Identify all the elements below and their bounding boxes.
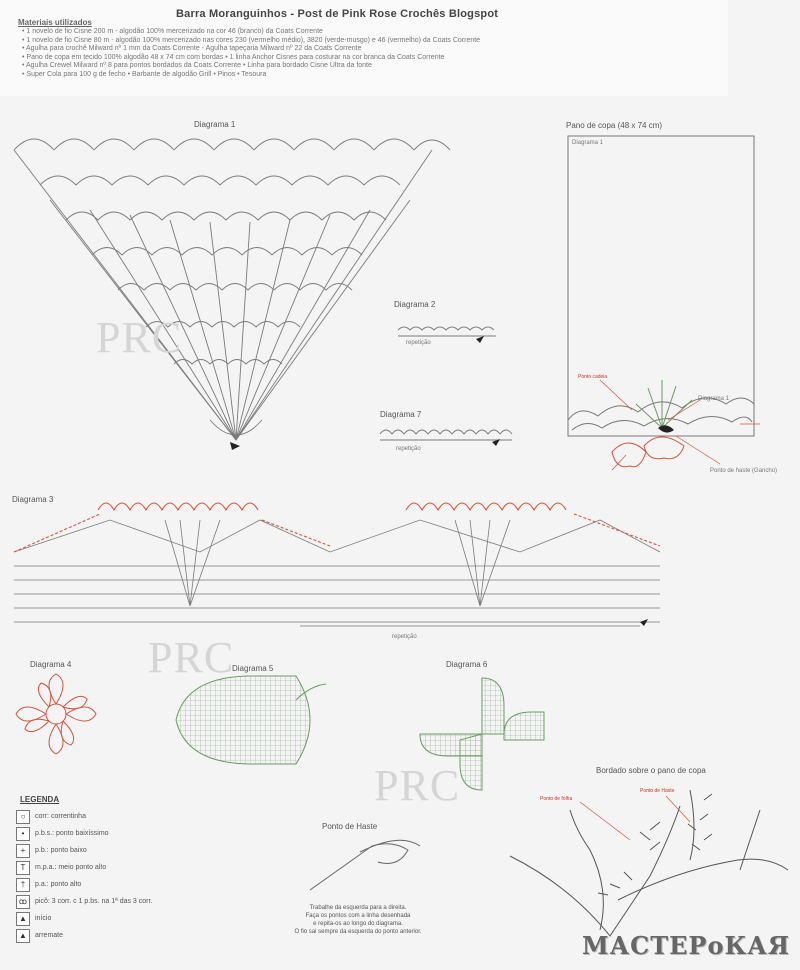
diagram-2-strip — [397, 326, 496, 337]
half-double-symbol: T — [16, 860, 30, 875]
materials-item: 1 novelo de fio Cisne 80 m - algodão 100… — [22, 37, 480, 46]
diagram-3-border — [13, 519, 661, 627]
towel-leader-lines — [599, 379, 760, 471]
legend-item: ○ corr: correntinha — [16, 808, 152, 825]
caption-line: O fio sai sempre da esquerda do ponto an… — [294, 929, 422, 935]
materials-header: Barra Moranguinhos - Post de Pink Rose C… — [0, 0, 728, 96]
diagram-4-flower — [15, 673, 97, 755]
materials-item: Super Cola para 100 g de fecho • Barbant… — [22, 71, 480, 80]
legend-text: p.b.: ponto baixo — [35, 847, 87, 854]
finish-symbol: ▲ — [16, 928, 30, 943]
legend-item: ▲ início — [16, 910, 152, 927]
embroidery-title: Bordado sobre o pano de copa — [596, 766, 706, 775]
repeat-label: repetição — [392, 634, 417, 640]
legend-item: + p.b.: ponto baixo — [16, 842, 152, 859]
legend-text: início — [35, 915, 52, 922]
towel-ref-label: Ponto de haste (Gancho) — [710, 468, 778, 474]
embroidery-leader-lines — [579, 795, 691, 841]
diagram-3-label: Diagrama 3 — [12, 495, 54, 504]
start-symbol: ▲ — [16, 911, 30, 926]
diagram-3-red-shells — [13, 502, 661, 553]
materials-list: 1 novelo de fio Cisne 200 m - algodão 10… — [22, 28, 480, 80]
repeat-label: repetição — [396, 446, 421, 452]
diagram-4-label: Diagrama 4 — [30, 660, 72, 669]
diagram-1-label: Diagrama 1 — [194, 120, 236, 129]
diagram-7-strip — [379, 429, 513, 441]
page-title: Barra Moranguinhos - Post de Pink Rose C… — [176, 8, 499, 20]
embroidery-design — [509, 789, 789, 937]
diagram-2-label: Diagrama 2 — [394, 300, 436, 309]
repeat-label: repetição — [406, 340, 431, 346]
legend-text: p.a.: ponto alto — [35, 881, 82, 888]
legend-title: LEGENDA — [20, 795, 60, 804]
single-crochet-symbol: + — [16, 843, 30, 858]
towel-stitch-label: Ponto cadeia — [578, 374, 608, 380]
diagram-5-label: Diagrama 5 — [232, 664, 274, 673]
legend-item: † p.a.: ponto alto — [16, 876, 152, 893]
towel-red-strawberries — [611, 436, 685, 468]
legend-text: picô: 3 corr. c 1 p.bs. na 1ª das 3 corr… — [35, 898, 153, 905]
legend-item: • p.b.s.: ponto baixíssimo — [16, 825, 152, 842]
towel-diagram-label: Diagrama 1 — [698, 396, 730, 402]
embroidery-stem-label: Ponto de Haste — [640, 788, 675, 794]
diagram-6-pinwheel — [419, 677, 545, 791]
diagram-6-label: Diagrama 6 — [446, 660, 488, 669]
diagram-1-end-marker — [230, 442, 240, 450]
legend-text: p.b.s.: ponto baixíssimo — [35, 830, 109, 837]
watermark: PRC — [96, 313, 183, 362]
materials-item: Agulha para crochê Milward nº 1 mm da Co… — [22, 45, 480, 54]
diagram-5-leaf — [175, 675, 327, 765]
materials-item: 1 novelo de fio Cisne 200 m - algodão 10… — [22, 28, 480, 37]
materials-title: Materiais utilizados — [18, 18, 92, 27]
materials-item: Agulha Crewel Milward nº 8 para pontos b… — [22, 62, 480, 71]
caption-line: Trabalhe da esquerda para a direita. — [309, 905, 407, 911]
stitch-caption: Trabalhe da esquerda para a direita. Faç… — [258, 904, 458, 936]
diagram-7-label: Diagrama 7 — [380, 410, 422, 419]
watermark: PRC — [148, 633, 235, 682]
signature-logo: МАСТЕРоКАЯ — [582, 931, 790, 960]
towel-outline — [567, 135, 755, 437]
caption-line: e repita-os ao longo do diagrama. — [313, 921, 403, 927]
double-crochet-symbol: † — [16, 877, 30, 892]
towel-green-leaves — [635, 380, 693, 429]
picot-symbol: ꝏ — [16, 894, 30, 909]
legend-item: ꝏ picô: 3 corr. c 1 p.bs. na 1ª das 3 cor… — [16, 893, 152, 910]
stitch-title: Ponto de Haste — [322, 822, 378, 831]
towel-label: Pano de copa (48 x 74 cm) — [566, 121, 663, 130]
legend-text: arremate — [35, 932, 64, 939]
materials-item: Pano de copa em tecido 100% algodão 48 x… — [22, 54, 480, 63]
towel-inner-label: Diagrama 1 — [572, 140, 604, 146]
stitch-needle-diagram — [309, 839, 421, 891]
chain-stitch-symbol: ○ — [16, 809, 30, 824]
legend-list: ○ corr: correntinha • p.b.s.: ponto baixís… — [16, 808, 152, 944]
slip-stitch-symbol: • — [16, 826, 30, 841]
legend-item: ▲ arremate — [16, 927, 152, 944]
diagram-2-end-marker — [476, 336, 484, 343]
watermark: PRC — [374, 761, 461, 810]
caption-line: Faça os pontos com a linha desenhada — [305, 913, 411, 919]
diagram-3-end-marker — [640, 619, 648, 626]
embroidery-leaf-label: Ponto de folha — [540, 796, 573, 802]
legend-text: m.p.a.: meio ponto alto — [35, 864, 107, 871]
legend-text: corr: correntinha — [35, 813, 86, 820]
diagram-7-end-marker — [492, 439, 500, 446]
towel-center-knot — [658, 425, 674, 433]
diagram-1-fan — [13, 138, 451, 441]
